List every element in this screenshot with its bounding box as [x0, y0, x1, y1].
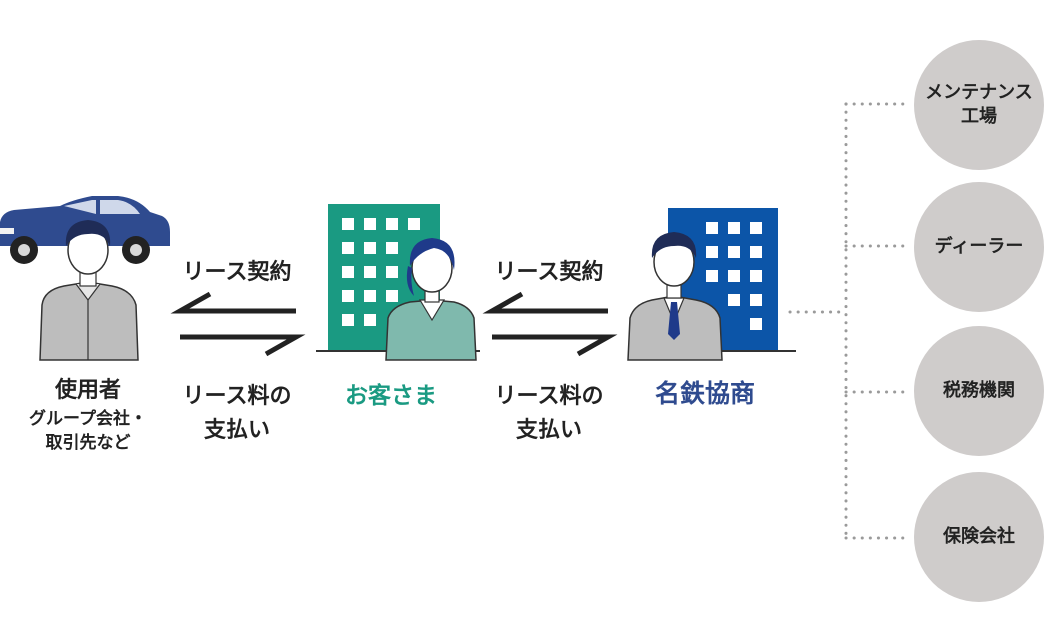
customer-person-icon	[385, 238, 477, 361]
partner-tax-circle: 税務機関	[914, 326, 1044, 456]
left-exchange-arrows-icon	[170, 291, 306, 357]
right-exchange-arrows-icon	[482, 291, 618, 357]
dotted-connector-lines	[788, 102, 912, 542]
left-contract-label: リース契約	[182, 260, 292, 285]
partner-label: 保険会社	[943, 525, 1015, 547]
user-sub-line2: 取引先など	[45, 433, 131, 453]
company-person-icon	[627, 232, 723, 361]
right-contract-label: リース契約	[494, 260, 604, 285]
partner-maintenance-circle: メンテナンス工場	[914, 40, 1044, 170]
right-payment-line2: 支払い	[515, 418, 582, 443]
left-payment-line2: 支払い	[203, 418, 270, 443]
partner-label: 税務機関	[943, 379, 1015, 401]
customer-label: お客さま	[345, 383, 437, 409]
user-title: 使用者	[54, 378, 121, 403]
left-payment-line1: リース料の	[182, 384, 292, 409]
partner-label: メンテナンス	[925, 81, 1033, 103]
user-sub-line1: グループ会社・	[29, 409, 147, 429]
partner-label: 工場	[960, 106, 997, 127]
partner-label: ディーラー	[934, 235, 1024, 257]
user-person-icon	[39, 220, 139, 361]
company-label: 名鉄協商	[654, 379, 755, 408]
right-payment-line1: リース料の	[494, 384, 604, 409]
partner-insurance-circle: 保険会社	[914, 472, 1044, 602]
partner-dealer-circle: ディーラー	[914, 182, 1044, 312]
